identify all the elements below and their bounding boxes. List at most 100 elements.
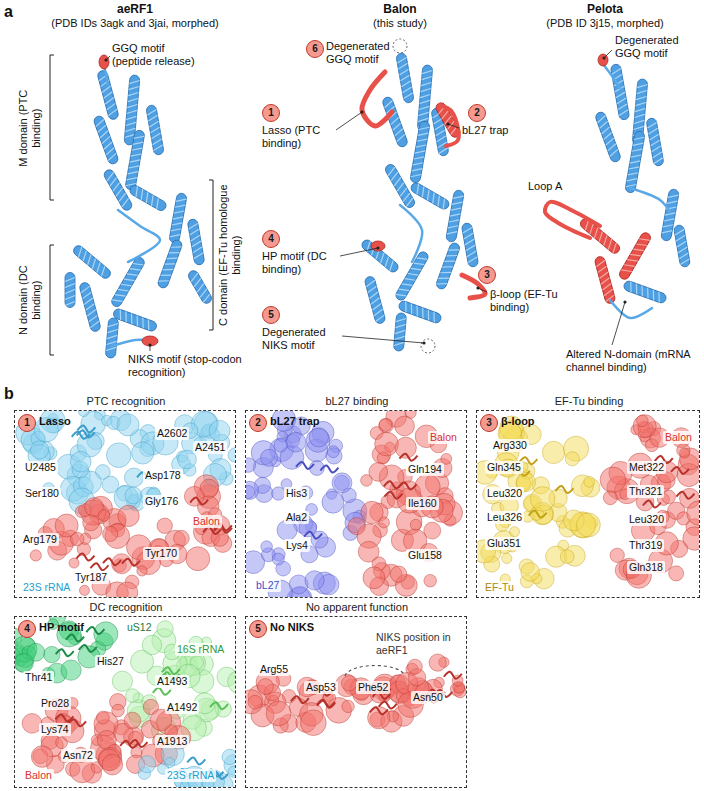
helix-turn xyxy=(601,284,612,290)
helix-turn xyxy=(392,177,403,185)
residue-label: A2602 xyxy=(155,427,189,440)
helix-turn xyxy=(193,253,204,259)
helix-body xyxy=(446,190,465,243)
residue-stick xyxy=(122,559,140,566)
label-text: Degenerated NIKS motif xyxy=(262,326,337,352)
label-text: C domain (EF-Tu homologue binding) xyxy=(217,180,243,330)
helix xyxy=(65,273,75,308)
helix-turn xyxy=(591,228,600,238)
helix-turn xyxy=(128,92,138,97)
helix-turn xyxy=(65,296,75,300)
helix-turn xyxy=(117,193,128,201)
helix-turn xyxy=(419,187,427,198)
helix-turn xyxy=(134,315,141,326)
helix-turn xyxy=(448,246,459,253)
loop xyxy=(630,188,670,212)
helix-turn xyxy=(421,88,431,93)
helix-turn xyxy=(440,111,451,119)
helix-turn xyxy=(171,243,182,250)
density-blob xyxy=(327,446,339,458)
helix-turn xyxy=(603,289,614,295)
helix-turn xyxy=(127,110,137,115)
helix-turn xyxy=(648,128,659,134)
helix-turn xyxy=(598,272,609,278)
helix-turn xyxy=(633,126,643,131)
helix-turn xyxy=(125,133,135,138)
helix-body xyxy=(72,244,113,281)
panel-heading: EF-Tu binding xyxy=(477,395,701,408)
helix-turn xyxy=(148,195,156,206)
density-blob xyxy=(565,452,579,466)
residue-stick xyxy=(384,492,402,499)
helix-turn xyxy=(650,290,657,301)
helix-turn xyxy=(65,278,75,282)
residue-label: Leu320 xyxy=(485,487,524,500)
helix-turn xyxy=(596,232,605,242)
callout-circle: 1 xyxy=(262,104,280,122)
helix-turn xyxy=(434,124,445,130)
helix-turn xyxy=(176,197,187,203)
density-blob xyxy=(301,710,327,736)
leader-line xyxy=(340,248,378,256)
helix-turn xyxy=(131,152,142,158)
panel-heading: DC recognition xyxy=(15,601,237,614)
panel-heading: No apparent function xyxy=(246,601,468,614)
residue-label: Asn50 xyxy=(411,691,445,704)
helix-turn xyxy=(86,310,97,316)
helix-turn xyxy=(466,251,477,257)
helix-turn xyxy=(615,92,626,98)
leader-dot xyxy=(623,300,626,303)
helix-turn xyxy=(139,318,146,329)
helix-turn xyxy=(128,313,135,324)
residue-label: Glu351 xyxy=(485,537,523,550)
helix-turn xyxy=(630,159,641,165)
helix-turn xyxy=(126,122,136,127)
missing-loop xyxy=(345,666,405,677)
helix-turn xyxy=(652,152,663,158)
helix-body xyxy=(673,224,690,267)
helix-turn xyxy=(412,167,423,173)
helix-body xyxy=(93,115,119,165)
helix xyxy=(125,130,145,191)
helix-turn xyxy=(189,229,200,235)
density-blob xyxy=(102,754,123,775)
helix-turn xyxy=(367,286,378,292)
helix-turn xyxy=(173,215,184,221)
density-blob xyxy=(124,468,143,487)
helix-turn xyxy=(165,260,176,267)
residue-label: Tyr170 xyxy=(143,547,179,560)
density-blob xyxy=(576,513,600,537)
density-blob xyxy=(261,541,273,553)
residue-label: HP motif xyxy=(39,621,84,634)
residue-label: No NIKS xyxy=(270,621,314,634)
helix-turn xyxy=(398,188,409,196)
density-blob xyxy=(157,518,172,533)
helix xyxy=(625,131,646,194)
helix-turn xyxy=(616,98,627,104)
helix-turn xyxy=(598,121,609,128)
residue-label: Balon xyxy=(191,515,222,528)
density-blob xyxy=(112,554,132,574)
helix xyxy=(461,222,478,267)
helix xyxy=(394,250,430,302)
helix-turn xyxy=(99,131,110,138)
density-blob xyxy=(410,519,421,530)
helix-turn xyxy=(402,301,409,312)
residue-stick xyxy=(66,635,84,642)
residue-label: Leu326 xyxy=(485,511,524,524)
callout-circle: 2 xyxy=(468,104,486,122)
density-blob xyxy=(669,566,684,581)
label-text: Lasso (PTC binding) xyxy=(262,124,337,150)
helix-turn xyxy=(126,116,136,121)
helix-turn xyxy=(650,140,661,146)
helix xyxy=(410,121,431,184)
density-blob xyxy=(637,415,649,427)
helix-turn xyxy=(436,136,447,142)
residue-label: Gln345 xyxy=(485,461,523,474)
helix xyxy=(435,242,461,291)
leader-line xyxy=(336,112,362,130)
leader-dot xyxy=(376,246,379,249)
helix-turn xyxy=(398,63,409,69)
helix-turn xyxy=(124,276,135,284)
density-blob xyxy=(228,671,235,694)
